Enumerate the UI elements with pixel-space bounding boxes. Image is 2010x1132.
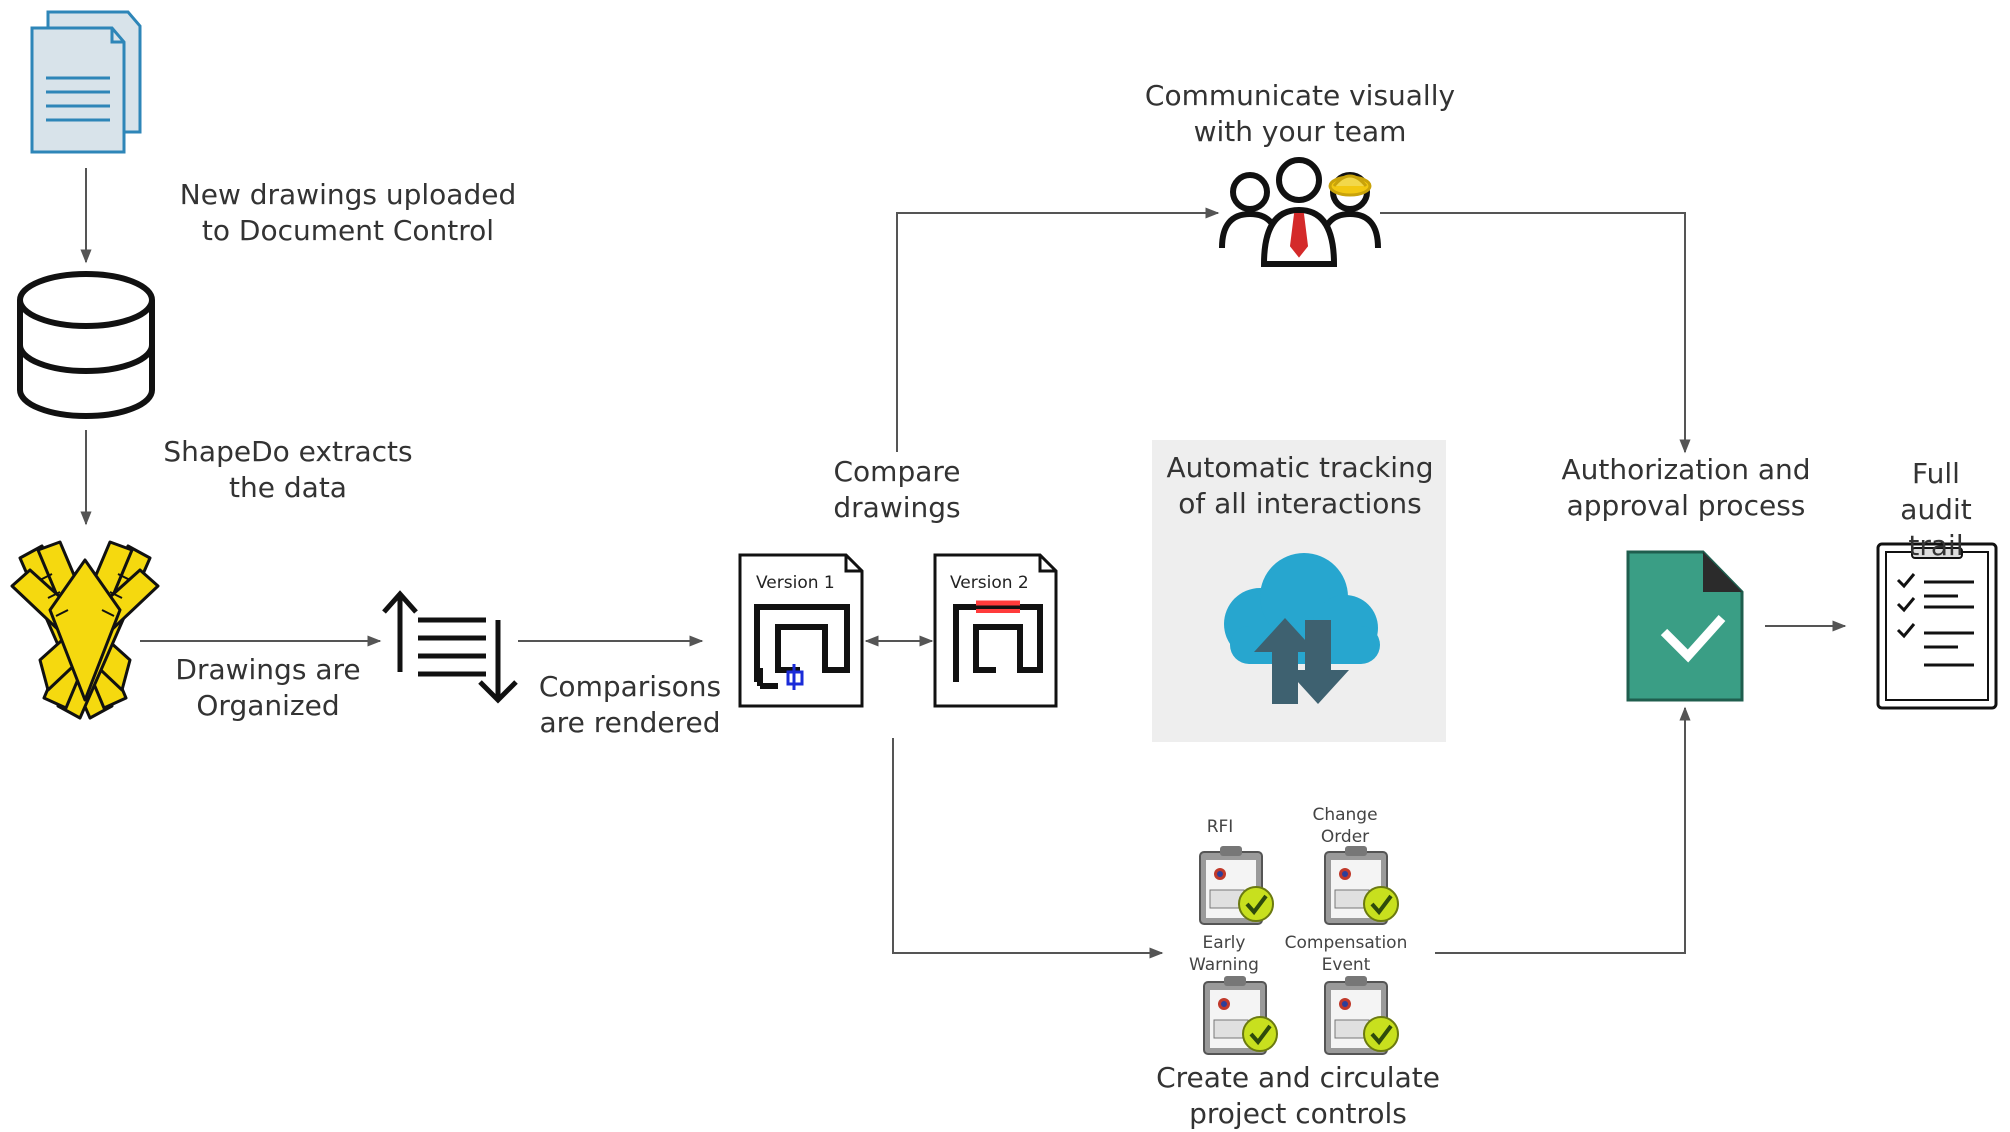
label-extract: ShapeDo extracts the data bbox=[163, 435, 413, 504]
label-tracking: Automatic tracking of all interactions bbox=[1166, 451, 1434, 520]
clipboard-check-icon bbox=[1324, 976, 1399, 1055]
arrow-team-to-authorize bbox=[1380, 212, 1691, 454]
version-2-label: Version 2 bbox=[950, 573, 1029, 593]
arrow-compare-to-controls bbox=[892, 738, 1164, 959]
sort-list-icon bbox=[382, 590, 518, 704]
documents-icon bbox=[30, 10, 142, 154]
label-change-order: Change Order bbox=[1312, 805, 1378, 848]
shapedo-logo-icon bbox=[10, 540, 160, 720]
label-controls: Create and circulate project controls bbox=[1156, 1061, 1440, 1130]
label-render: Comparisons are rendered bbox=[538, 670, 722, 739]
checklist-clipboard-icon bbox=[1876, 542, 1998, 710]
project-controls-icons bbox=[1199, 846, 1399, 1055]
version-1-label: Version 1 bbox=[756, 573, 835, 593]
label-compensation-event: Compensation Event bbox=[1284, 933, 1408, 976]
version-1-drawing bbox=[738, 553, 864, 708]
label-compare: Compare drawings bbox=[833, 455, 961, 524]
clipboard-check-icon bbox=[1324, 846, 1399, 925]
connectors bbox=[80, 168, 1847, 959]
label-early-warning: Early Warning bbox=[1189, 933, 1259, 976]
clipboard-check-icon bbox=[1199, 846, 1274, 925]
label-rfi: RFI bbox=[1206, 817, 1234, 837]
clipboard-check-icon bbox=[1203, 976, 1278, 1055]
label-communicate: Communicate visually with your team bbox=[1144, 79, 1456, 148]
label-organize: Drawings are Organized bbox=[175, 653, 361, 722]
version-2-drawing bbox=[933, 553, 1058, 708]
team-icon bbox=[1219, 157, 1381, 267]
arrow-compare-to-team bbox=[896, 207, 1220, 452]
cloud-sync-icon bbox=[1224, 553, 1380, 704]
label-authorize: Authorization and approval process bbox=[1561, 453, 1811, 522]
database-icon bbox=[17, 271, 155, 419]
approved-document-icon bbox=[1626, 550, 1744, 702]
label-upload: New drawings uploaded to Document Contro… bbox=[179, 178, 517, 247]
label-audit: Full audit trail bbox=[1900, 457, 1972, 562]
arrow-controls-to-authorize bbox=[1435, 706, 1691, 954]
